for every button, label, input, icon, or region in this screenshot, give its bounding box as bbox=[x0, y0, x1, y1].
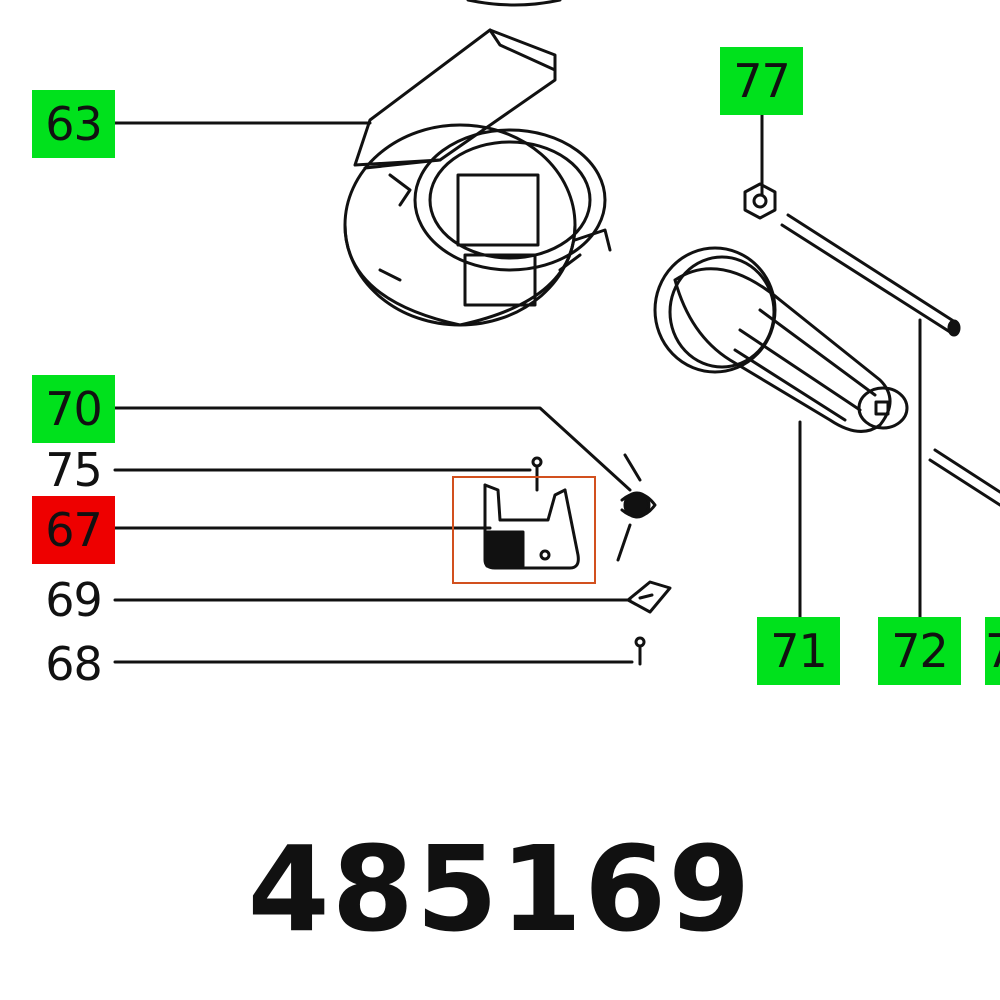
callout-72[interactable]: 72 bbox=[878, 617, 961, 685]
callout-69: 69 bbox=[45, 573, 103, 627]
top-fragment bbox=[466, 0, 562, 7]
callout-63[interactable]: 63 bbox=[32, 90, 115, 158]
leader-70 bbox=[113, 406, 632, 492]
guard-hood-icon bbox=[343, 28, 612, 327]
clip-icon bbox=[483, 483, 580, 570]
spring-icon bbox=[616, 453, 657, 562]
pin-icon bbox=[780, 213, 961, 337]
callout-68: 68 bbox=[45, 637, 103, 691]
screw-icon bbox=[531, 456, 543, 492]
callout-75: 75 bbox=[45, 443, 103, 497]
callout-70[interactable]: 70 bbox=[32, 375, 115, 443]
callout-77[interactable]: 77 bbox=[720, 47, 803, 115]
callout-partial[interactable]: 7 bbox=[985, 617, 1000, 685]
nut-icon bbox=[743, 182, 777, 220]
part-number: 485169 bbox=[247, 820, 753, 958]
selected-part-highlight bbox=[452, 476, 596, 584]
plate-icon bbox=[626, 580, 672, 614]
handle-icon bbox=[653, 246, 909, 433]
screw-icon bbox=[634, 636, 646, 666]
callout-67[interactable]: 67 bbox=[32, 496, 115, 564]
callout-71[interactable]: 71 bbox=[757, 617, 840, 685]
